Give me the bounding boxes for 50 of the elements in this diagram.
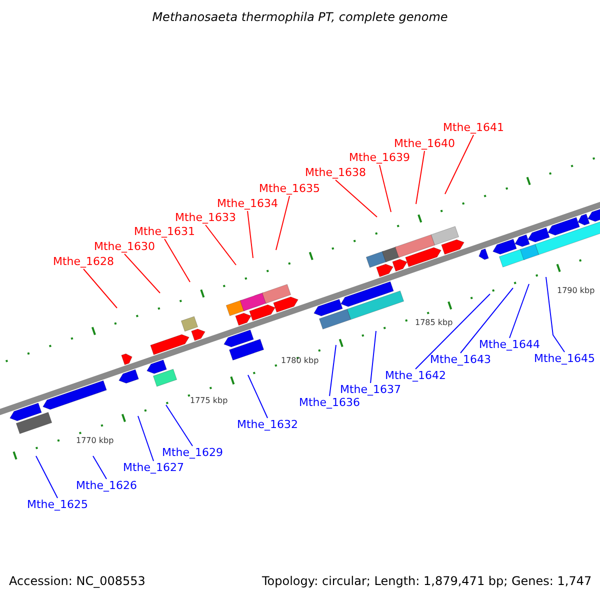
gene-label: Mthe_1641 bbox=[443, 122, 504, 134]
leader-line bbox=[276, 196, 290, 250]
gene-label: Mthe_1637 bbox=[340, 384, 402, 396]
leader-line bbox=[329, 344, 336, 396]
leader-line bbox=[416, 150, 426, 204]
gene-label: Mthe_1630 bbox=[94, 241, 156, 253]
gene-label: Mthe_1625 bbox=[27, 499, 88, 511]
gene-label: Mthe_1640 bbox=[394, 138, 456, 150]
gene-label: Mthe_1638 bbox=[305, 167, 366, 179]
scale-label: 1790 kbp bbox=[557, 286, 595, 295]
gene-label: Mthe_1627 bbox=[123, 462, 184, 474]
leader-line bbox=[138, 416, 154, 462]
scale-label: 1780 kbp bbox=[281, 356, 319, 365]
title: Methanosaeta thermophila PT, complete genome bbox=[151, 11, 449, 23]
leader-line bbox=[248, 374, 268, 418]
leader-line bbox=[164, 238, 190, 282]
gene-label: Mthe_1642 bbox=[385, 370, 446, 382]
gene-label: Mthe_1631 bbox=[134, 226, 196, 238]
gene-label: Mthe_1645 bbox=[534, 353, 596, 365]
gene-label: Mthe_1633 bbox=[175, 212, 236, 224]
gene-label: Mthe_1644 bbox=[479, 339, 540, 351]
leader-line bbox=[370, 330, 376, 384]
gene-label: Mthe_1635 bbox=[259, 183, 320, 195]
leader-line bbox=[247, 210, 254, 258]
leader-line bbox=[36, 456, 58, 498]
leader-line bbox=[83, 268, 118, 308]
gene-label: Mthe_1628 bbox=[53, 256, 114, 268]
leader-line bbox=[509, 284, 530, 338]
gene-label: Mthe_1629 bbox=[162, 447, 224, 459]
gene-label: Mthe_1643 bbox=[430, 354, 492, 366]
leader-line bbox=[415, 294, 490, 370]
leader-line bbox=[166, 404, 194, 446]
leader-line bbox=[546, 276, 566, 352]
leader-line bbox=[460, 288, 514, 354]
gene-label: Mthe_1632 bbox=[237, 419, 298, 431]
scale-label: 1785 kbp bbox=[415, 318, 453, 327]
gene-label: Mthe_1636 bbox=[299, 397, 360, 409]
genome-info-text: Topology: circular; Length: 1,879,471 bp; Genes: 1,747 bbox=[262, 575, 592, 587]
leader-line bbox=[444, 134, 474, 194]
leader-line bbox=[92, 456, 108, 480]
gene-label: Mthe_1626 bbox=[76, 480, 138, 492]
accession-text: Accession: NC_008553 bbox=[9, 575, 146, 587]
leader-line bbox=[205, 224, 236, 266]
scale-label: 1775 kbp bbox=[190, 396, 228, 405]
leader-line bbox=[379, 164, 392, 212]
gene-label: Mthe_1639 bbox=[349, 152, 410, 164]
leader-line bbox=[335, 180, 378, 218]
scale-label: 1770 kbp bbox=[76, 436, 114, 445]
leader-line bbox=[124, 254, 160, 294]
gene-label: Mthe_1634 bbox=[217, 198, 278, 210]
